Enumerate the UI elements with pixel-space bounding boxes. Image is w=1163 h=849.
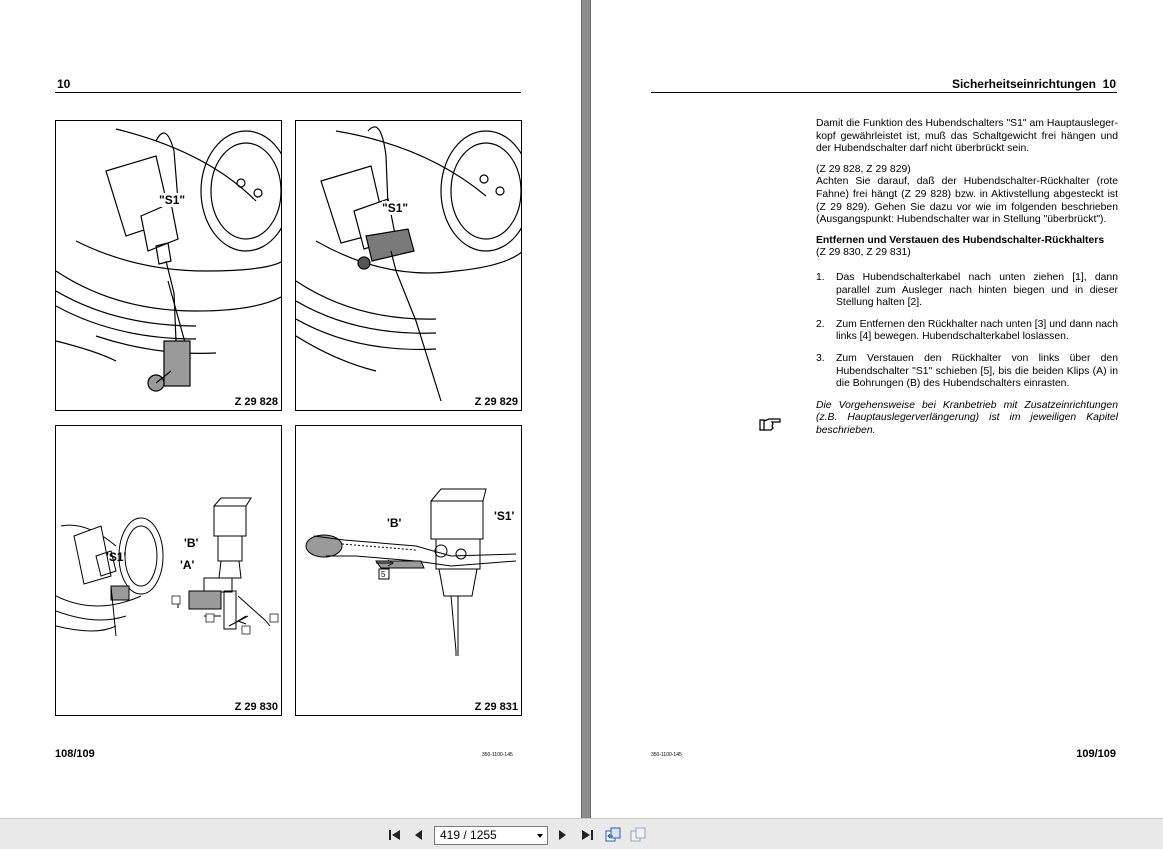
right-header: Sicherheitseinrichtungen 10 [952,77,1116,91]
callout-s1: "S1" [382,201,409,215]
figure-z29830: 'S1' 'B' 'A' Z 29 830 [55,425,282,716]
body-text: Damit die Funktion des Hubendschalters "… [816,118,1118,445]
figure-z29831: 'B' 'S1' 5 Z 29 831 [295,425,522,716]
step-text: Zum Verstauen den Rückhalter von links ü… [836,352,1118,390]
right-footer-code: 350-1100-145 [651,752,682,758]
chevron-down-icon [537,834,543,838]
page-indicator: 419 / 1255 [440,828,497,842]
figure-z29828-drawing [56,128,281,392]
step-text: Das Hubendschalterkabel nach unten ziehe… [836,271,1118,309]
next-view-icon[interactable] [629,826,647,844]
callout-b: 'B' [184,536,199,550]
figure-z29831-drawing [305,488,517,656]
step-text: Zum Entfernen den Rückhalter nach unten … [836,318,1118,343]
left-footer-page: 108/109 [55,748,95,760]
figure-label: Z 29 830 [232,701,278,713]
figure-label: Z 29 828 [232,396,278,408]
callout-s1: 'S1' [106,550,127,564]
figure-z29828: "S1" Z 29 828 [55,120,282,411]
step-number: 3. [816,352,825,364]
right-header-rule [651,92,1117,93]
next-page-icon[interactable] [553,826,571,844]
pointing-hand-icon [759,418,781,431]
callout-s1: "S1" [159,193,186,207]
step-number: 2. [816,318,825,330]
page-gutter [583,0,590,818]
page-number-select[interactable]: 419 / 1255 [434,826,548,845]
navigation-toolbar: 419 / 1255 [0,818,1163,849]
paragraph-2: Achten Sie darauf, daß der Hubendschalte… [816,176,1118,226]
callout-b: 'B' [387,516,402,530]
step-item: 3. Zum Verstauen den Rückhalter von links… [816,353,1118,391]
first-page-icon[interactable] [386,826,404,844]
section-heading: Entfernen und Verstauen des Hubendschalt… [816,234,1105,246]
figure-reference: (Z 29 828, Z 29 829) [816,163,911,175]
left-page: 10 [0,0,582,818]
figure-label: Z 29 829 [472,396,518,408]
callout-s1: 'S1' [494,509,515,523]
right-footer-page: 109/109 [1076,748,1116,760]
right-header-title: Sicherheitseinrichtungen [951,77,1096,91]
last-page-icon[interactable] [578,826,596,844]
intro-paragraph: Damit die Funktion des Hubendschalters "… [816,118,1118,155]
left-header-rule [55,92,521,93]
step-marker-5: 5 [381,570,386,579]
step-item: 2. Zum Entfernen den Rückhalter nach unte… [816,319,1118,344]
previous-page-icon[interactable] [410,826,428,844]
figure-z29830-drawing [56,497,279,637]
figure-z29829-drawing [296,126,521,402]
right-header-number: 10 [1102,77,1116,91]
callout-a: 'A' [180,558,195,572]
left-header-number: 10 [57,77,71,91]
note-text: Die Vorgehensweise bei Kranbetrieb mit Z… [816,399,1118,436]
figure-z29829: "S1" Z 29 829 [295,120,522,411]
step-number: 1. [816,271,825,283]
steps-list: 1. Das Hubendschalterkabel nach unten zie… [816,272,1118,391]
figure-reference: (Z 29 830, Z 29 831) [816,247,911,259]
right-page: Sicherheitseinrichtungen 10 Damit die Fu… [590,0,1163,818]
previous-view-icon[interactable] [604,826,622,844]
step-item: 1. Das Hubendschalterkabel nach unten zie… [816,272,1118,310]
left-footer-code: 350-1100-145 [482,752,513,758]
figure-label: Z 29 831 [472,701,518,713]
